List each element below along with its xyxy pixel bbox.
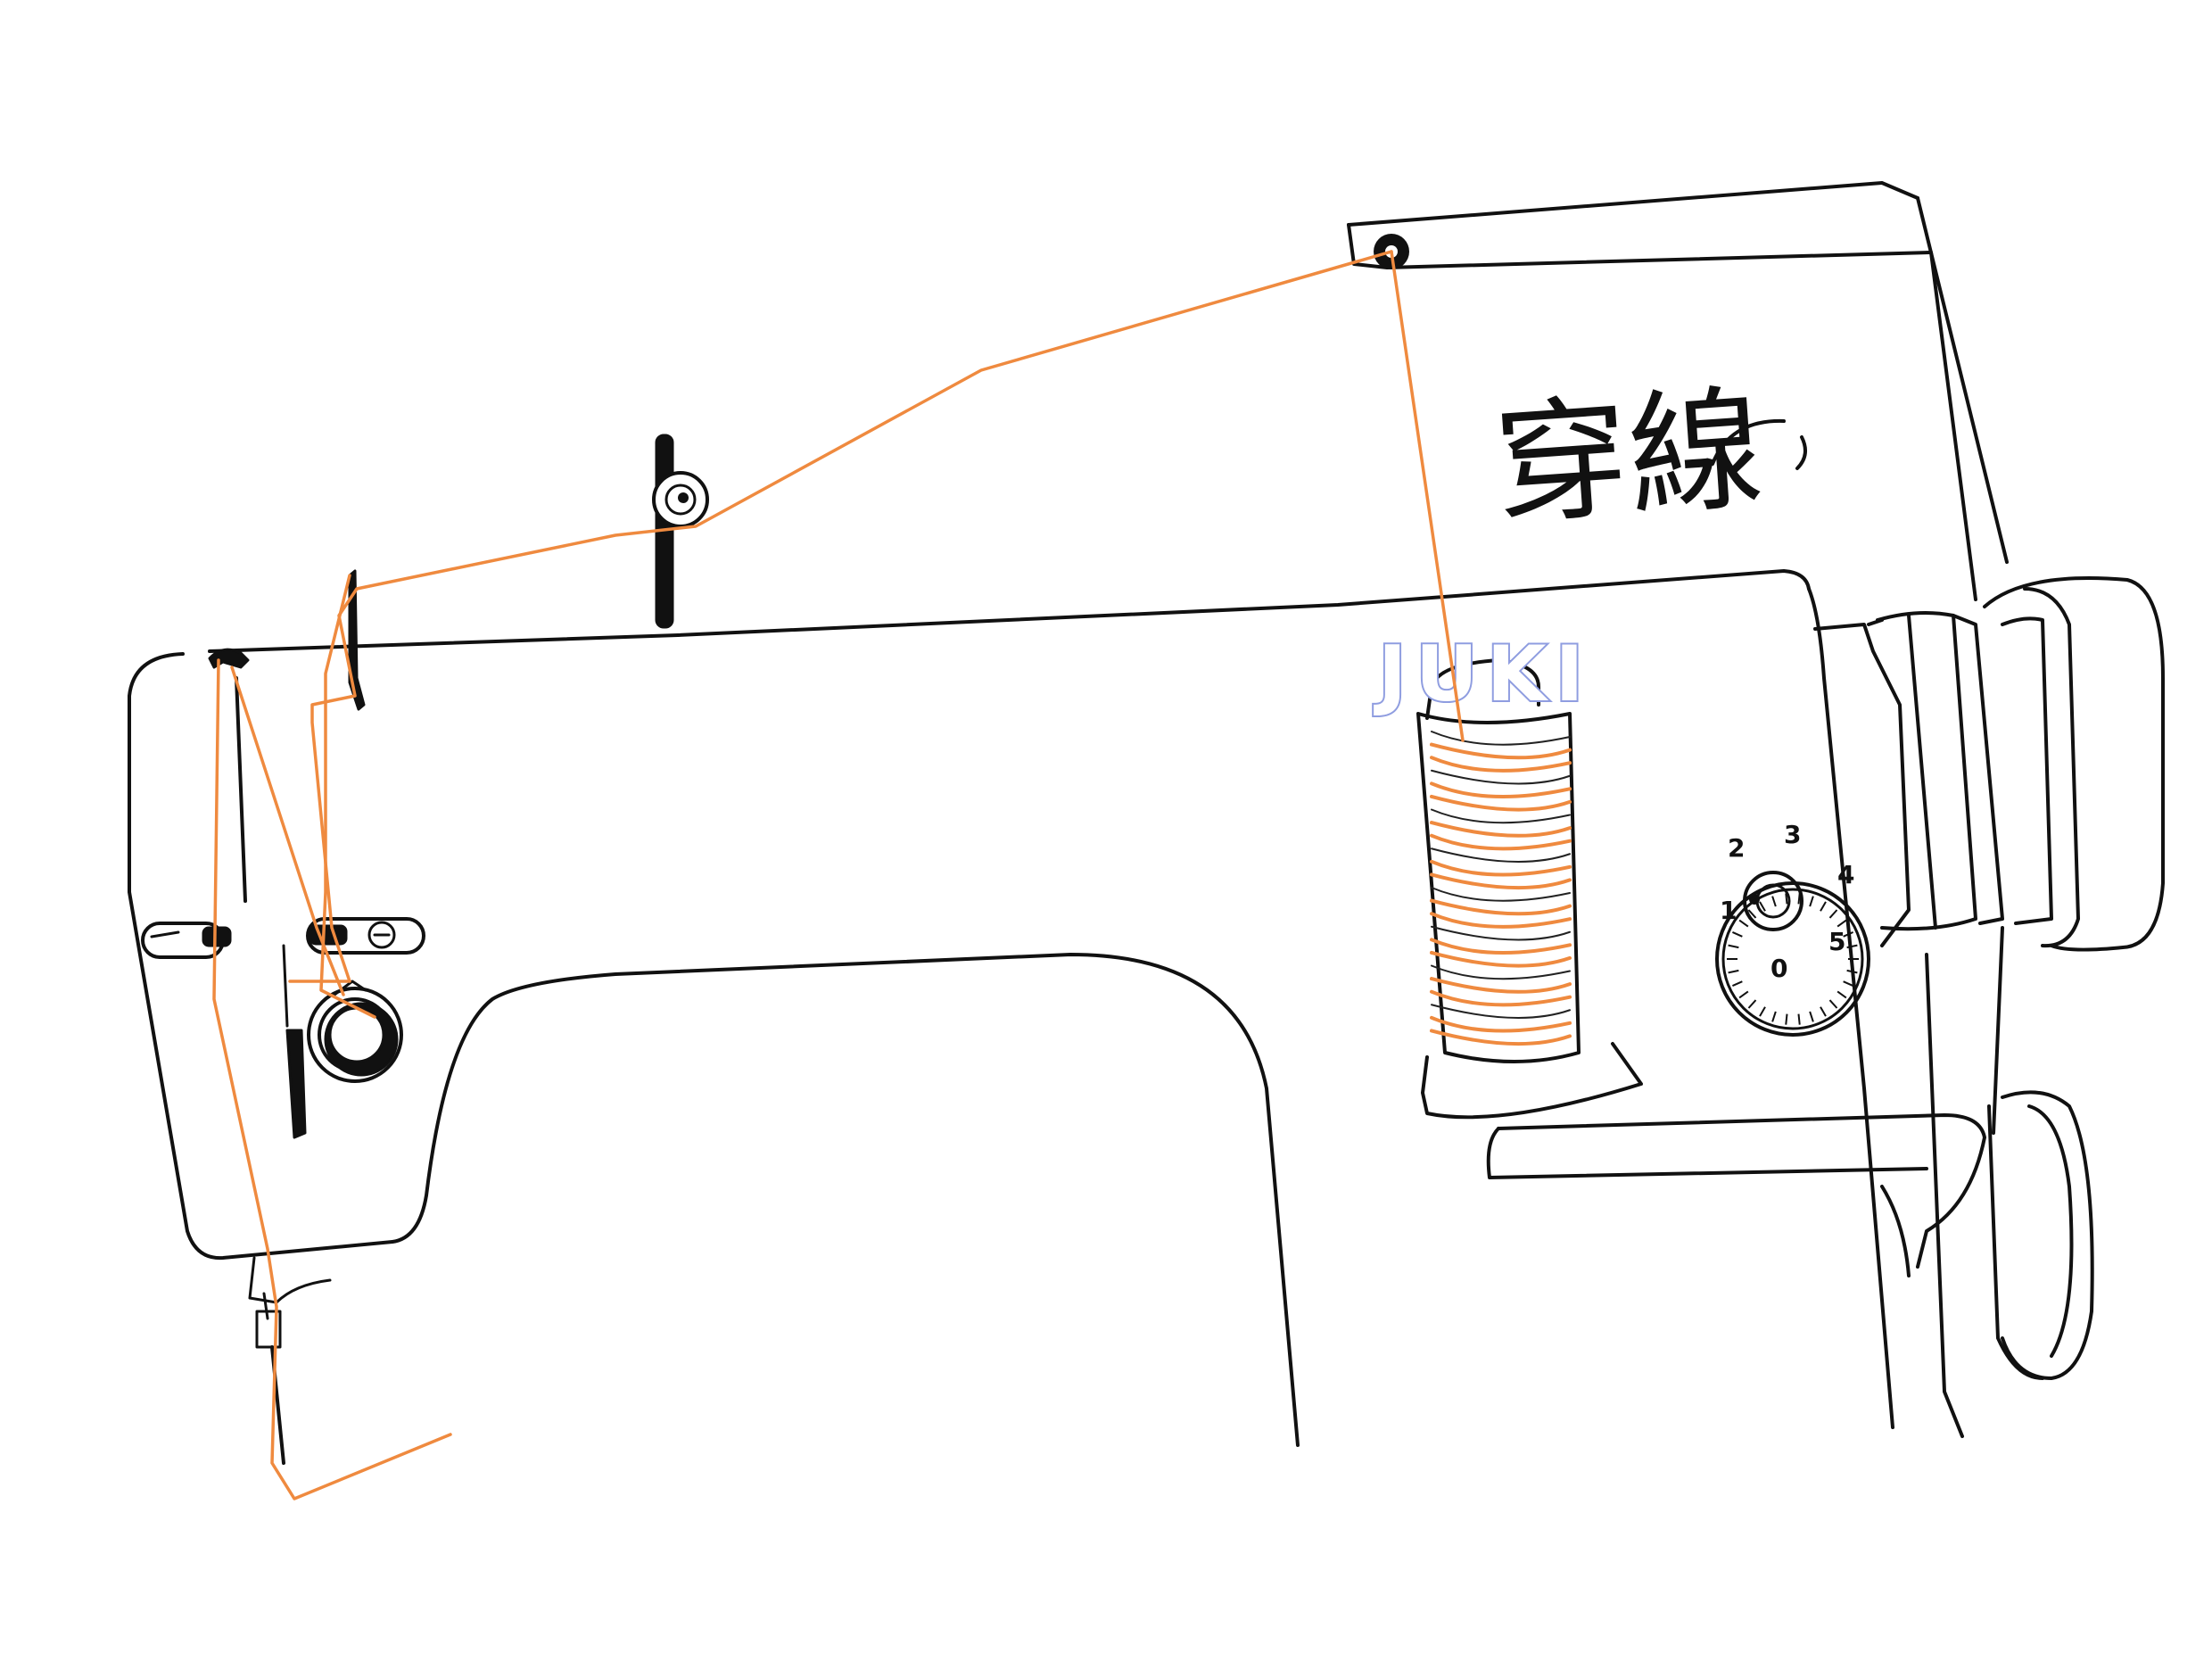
dial-number-1: 1 [1720,896,1737,925]
dial-tick [1828,999,1838,1009]
title-underline-stroke [1711,418,1786,466]
spool-winding-stroke [1430,989,1572,1007]
stitch-length-dial: 0 1 2 3 4 5 [1715,820,1870,1037]
dial-tick [1785,1013,1788,1025]
diagram-title: 穿線 [1490,371,1767,545]
spool-winding-stroke [1430,938,1572,955]
brand-label: JUKI [1374,630,1592,719]
thread-guides [141,434,709,1139]
dial-tick [1738,990,1749,999]
dial-tick [1759,1006,1766,1017]
dial-number-3: 3 [1784,820,1801,849]
dial-tick [1738,919,1749,928]
dial-tick [1759,901,1766,912]
needle-assembly [248,1256,332,1465]
dial-tick [1771,896,1777,907]
dial-tick [1785,893,1788,905]
dial-tick [1731,930,1743,938]
spool-winding-stroke [1430,1029,1572,1046]
spool-winding-stroke [1430,821,1572,838]
dial-tick [1820,901,1827,912]
spool-winding-stroke [1430,950,1572,968]
spool-winding-stroke [1430,977,1572,994]
spool-winding-stroke [1430,756,1572,773]
title-comma-stroke [1795,435,1807,470]
spool-winding-stroke [1431,964,1571,980]
dial-number-0: 0 [1770,954,1787,983]
dial-tick [1843,930,1854,938]
dial-number-4: 4 [1837,860,1854,889]
dial-tick [1843,980,1854,988]
dial-number-2: 2 [1728,833,1745,863]
spool-windings [1430,731,1572,1046]
dial-tick [1836,919,1847,928]
dial-tick [1809,896,1814,907]
spool-winding-stroke [1431,847,1571,863]
dial-tick [1820,1006,1827,1017]
spool-winding-stroke [1431,1004,1571,1019]
dial-tick [1728,969,1739,974]
spool-winding-stroke [1430,781,1572,798]
thread-stand-frame [1347,181,2009,601]
spool-winding-stroke [1431,731,1571,746]
dial-tick [1771,1011,1777,1022]
dial-tick [1728,944,1739,949]
spool-winding-stroke [1430,859,1572,877]
spool-winding-stroke [1431,808,1571,824]
machine-body [128,569,2165,1447]
dial-tick [1846,969,1858,974]
dial-tick [1747,909,1757,919]
spool-winding-stroke [1431,887,1571,902]
dial-tick [1828,909,1838,919]
thread-path [212,250,1465,1501]
dial-tick [1747,999,1757,1009]
spool-winding-stroke [1430,794,1572,812]
dial-tick [1836,990,1847,999]
spool-winding-stroke [1430,833,1572,851]
dial-tick [1797,1013,1801,1025]
dial-tick [1731,980,1743,988]
dial-tick [1797,893,1801,905]
dial-tick [1846,944,1858,949]
spool-winding-stroke [1430,898,1572,916]
spool-winding-stroke [1431,769,1571,785]
tension-dial [307,980,403,1083]
spool-winding-stroke [1431,925,1571,941]
spool-winding-stroke [1430,912,1572,929]
spool-winding-stroke [1430,872,1572,890]
spool-winding-stroke [1430,1015,1572,1033]
dial-number-5: 5 [1828,927,1845,956]
spool-winding-stroke [1430,742,1572,760]
dial-tick [1809,1011,1814,1022]
